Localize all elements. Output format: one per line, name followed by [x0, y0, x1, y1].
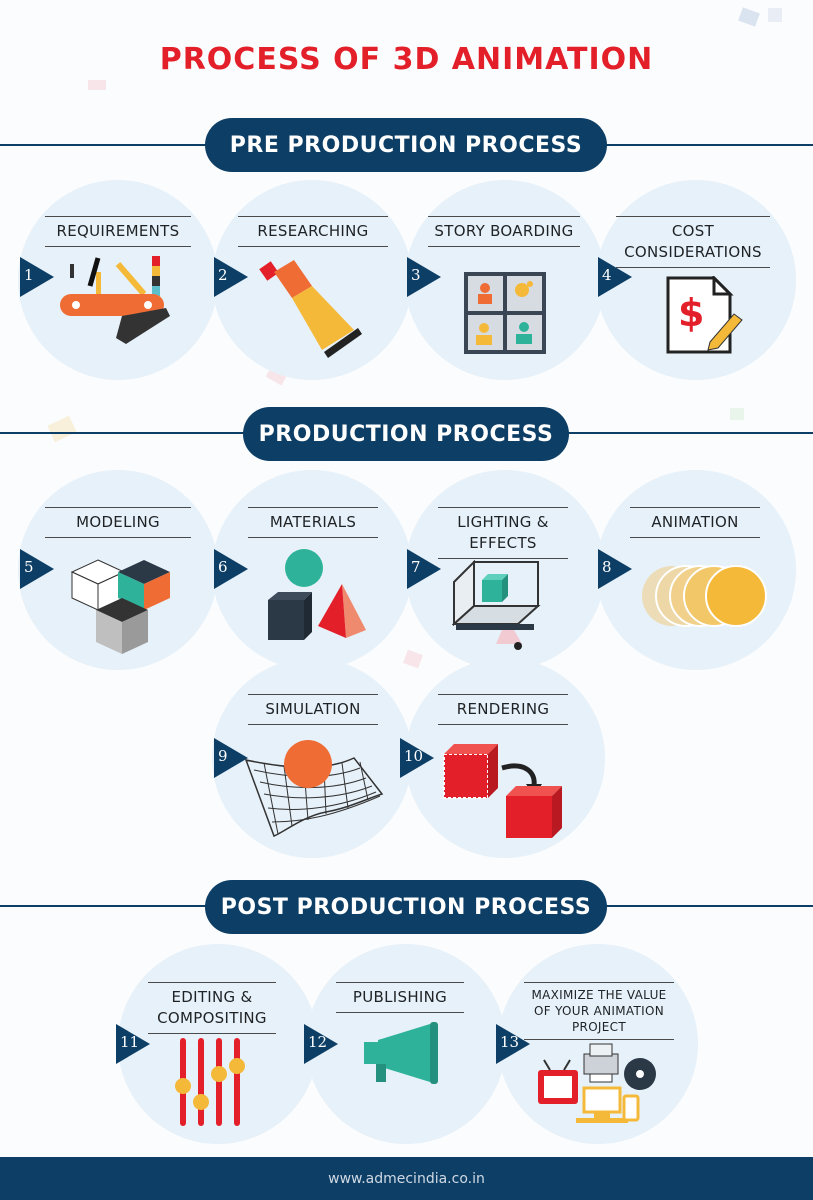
mesh-ball-icon — [244, 740, 384, 837]
megaphone-icon — [364, 1022, 438, 1084]
confetti-decoration — [738, 7, 760, 27]
step-number-badge: 10 — [400, 738, 434, 778]
step-label: MODELING — [45, 507, 191, 538]
storyboard-icon — [464, 272, 546, 354]
step-circle — [405, 658, 605, 858]
step-label: REQUIREMENTS — [45, 216, 191, 247]
step-label: LIGHTING &EFFECTS — [438, 507, 568, 559]
step-number-badge: 5 — [20, 549, 54, 589]
step-number-badge: 12 — [304, 1024, 338, 1064]
confetti-decoration — [768, 8, 782, 22]
step-number-badge: 4 — [598, 257, 632, 297]
step-label: PUBLISHING — [336, 982, 464, 1013]
step-number-badge: 13 — [496, 1024, 530, 1064]
confetti-decoration — [403, 649, 423, 669]
step-circle — [18, 180, 218, 380]
shapes-icon — [268, 549, 366, 640]
confetti-decoration — [88, 80, 106, 90]
step-label: MATERIALS — [248, 507, 378, 538]
tube-icon — [259, 260, 362, 358]
step-number-badge: 6 — [214, 549, 248, 589]
step-number-badge: 7 — [407, 549, 441, 589]
confetti-decoration — [730, 408, 744, 420]
step-number-badge: 11 — [116, 1024, 150, 1064]
animation-circles-icon — [642, 565, 767, 627]
step-number-badge: 3 — [407, 257, 441, 297]
footer-url[interactable]: www.admecindia.co.in — [0, 1157, 813, 1200]
step-number-badge: 9 — [214, 738, 248, 778]
page-title: PROCESS OF 3D ANIMATION — [159, 42, 654, 77]
cost-document-icon: $ — [666, 276, 743, 354]
devices-icon — [538, 1043, 656, 1123]
step-label: EDITING &COMPOSITING — [148, 982, 276, 1034]
section-banner-production: PRODUCTION PROCESS — [243, 407, 569, 461]
step-label: RENDERING — [438, 694, 568, 725]
step-number-badge: 1 — [20, 257, 54, 297]
step-circle — [212, 180, 412, 380]
step-label: SIMULATION — [248, 694, 378, 725]
section-banner-post: POST PRODUCTION PROCESS — [205, 880, 607, 934]
svg-text:$: $ — [678, 291, 704, 335]
light-box-icon — [452, 560, 541, 650]
tools-icon — [60, 256, 170, 344]
render-cubes-icon — [443, 744, 562, 838]
step-label: STORY BOARDING — [428, 216, 580, 247]
step-label: ANIMATION — [630, 507, 760, 538]
confetti-decoration — [47, 415, 77, 443]
step-number-badge: 2 — [214, 257, 248, 297]
section-banner-pre: PRE PRODUCTION PROCESS — [205, 118, 607, 172]
step-number-badge: 8 — [598, 549, 632, 589]
step-label: RESEARCHING — [238, 216, 388, 247]
sliders-icon — [175, 1038, 245, 1126]
cubes-icon — [70, 559, 170, 654]
